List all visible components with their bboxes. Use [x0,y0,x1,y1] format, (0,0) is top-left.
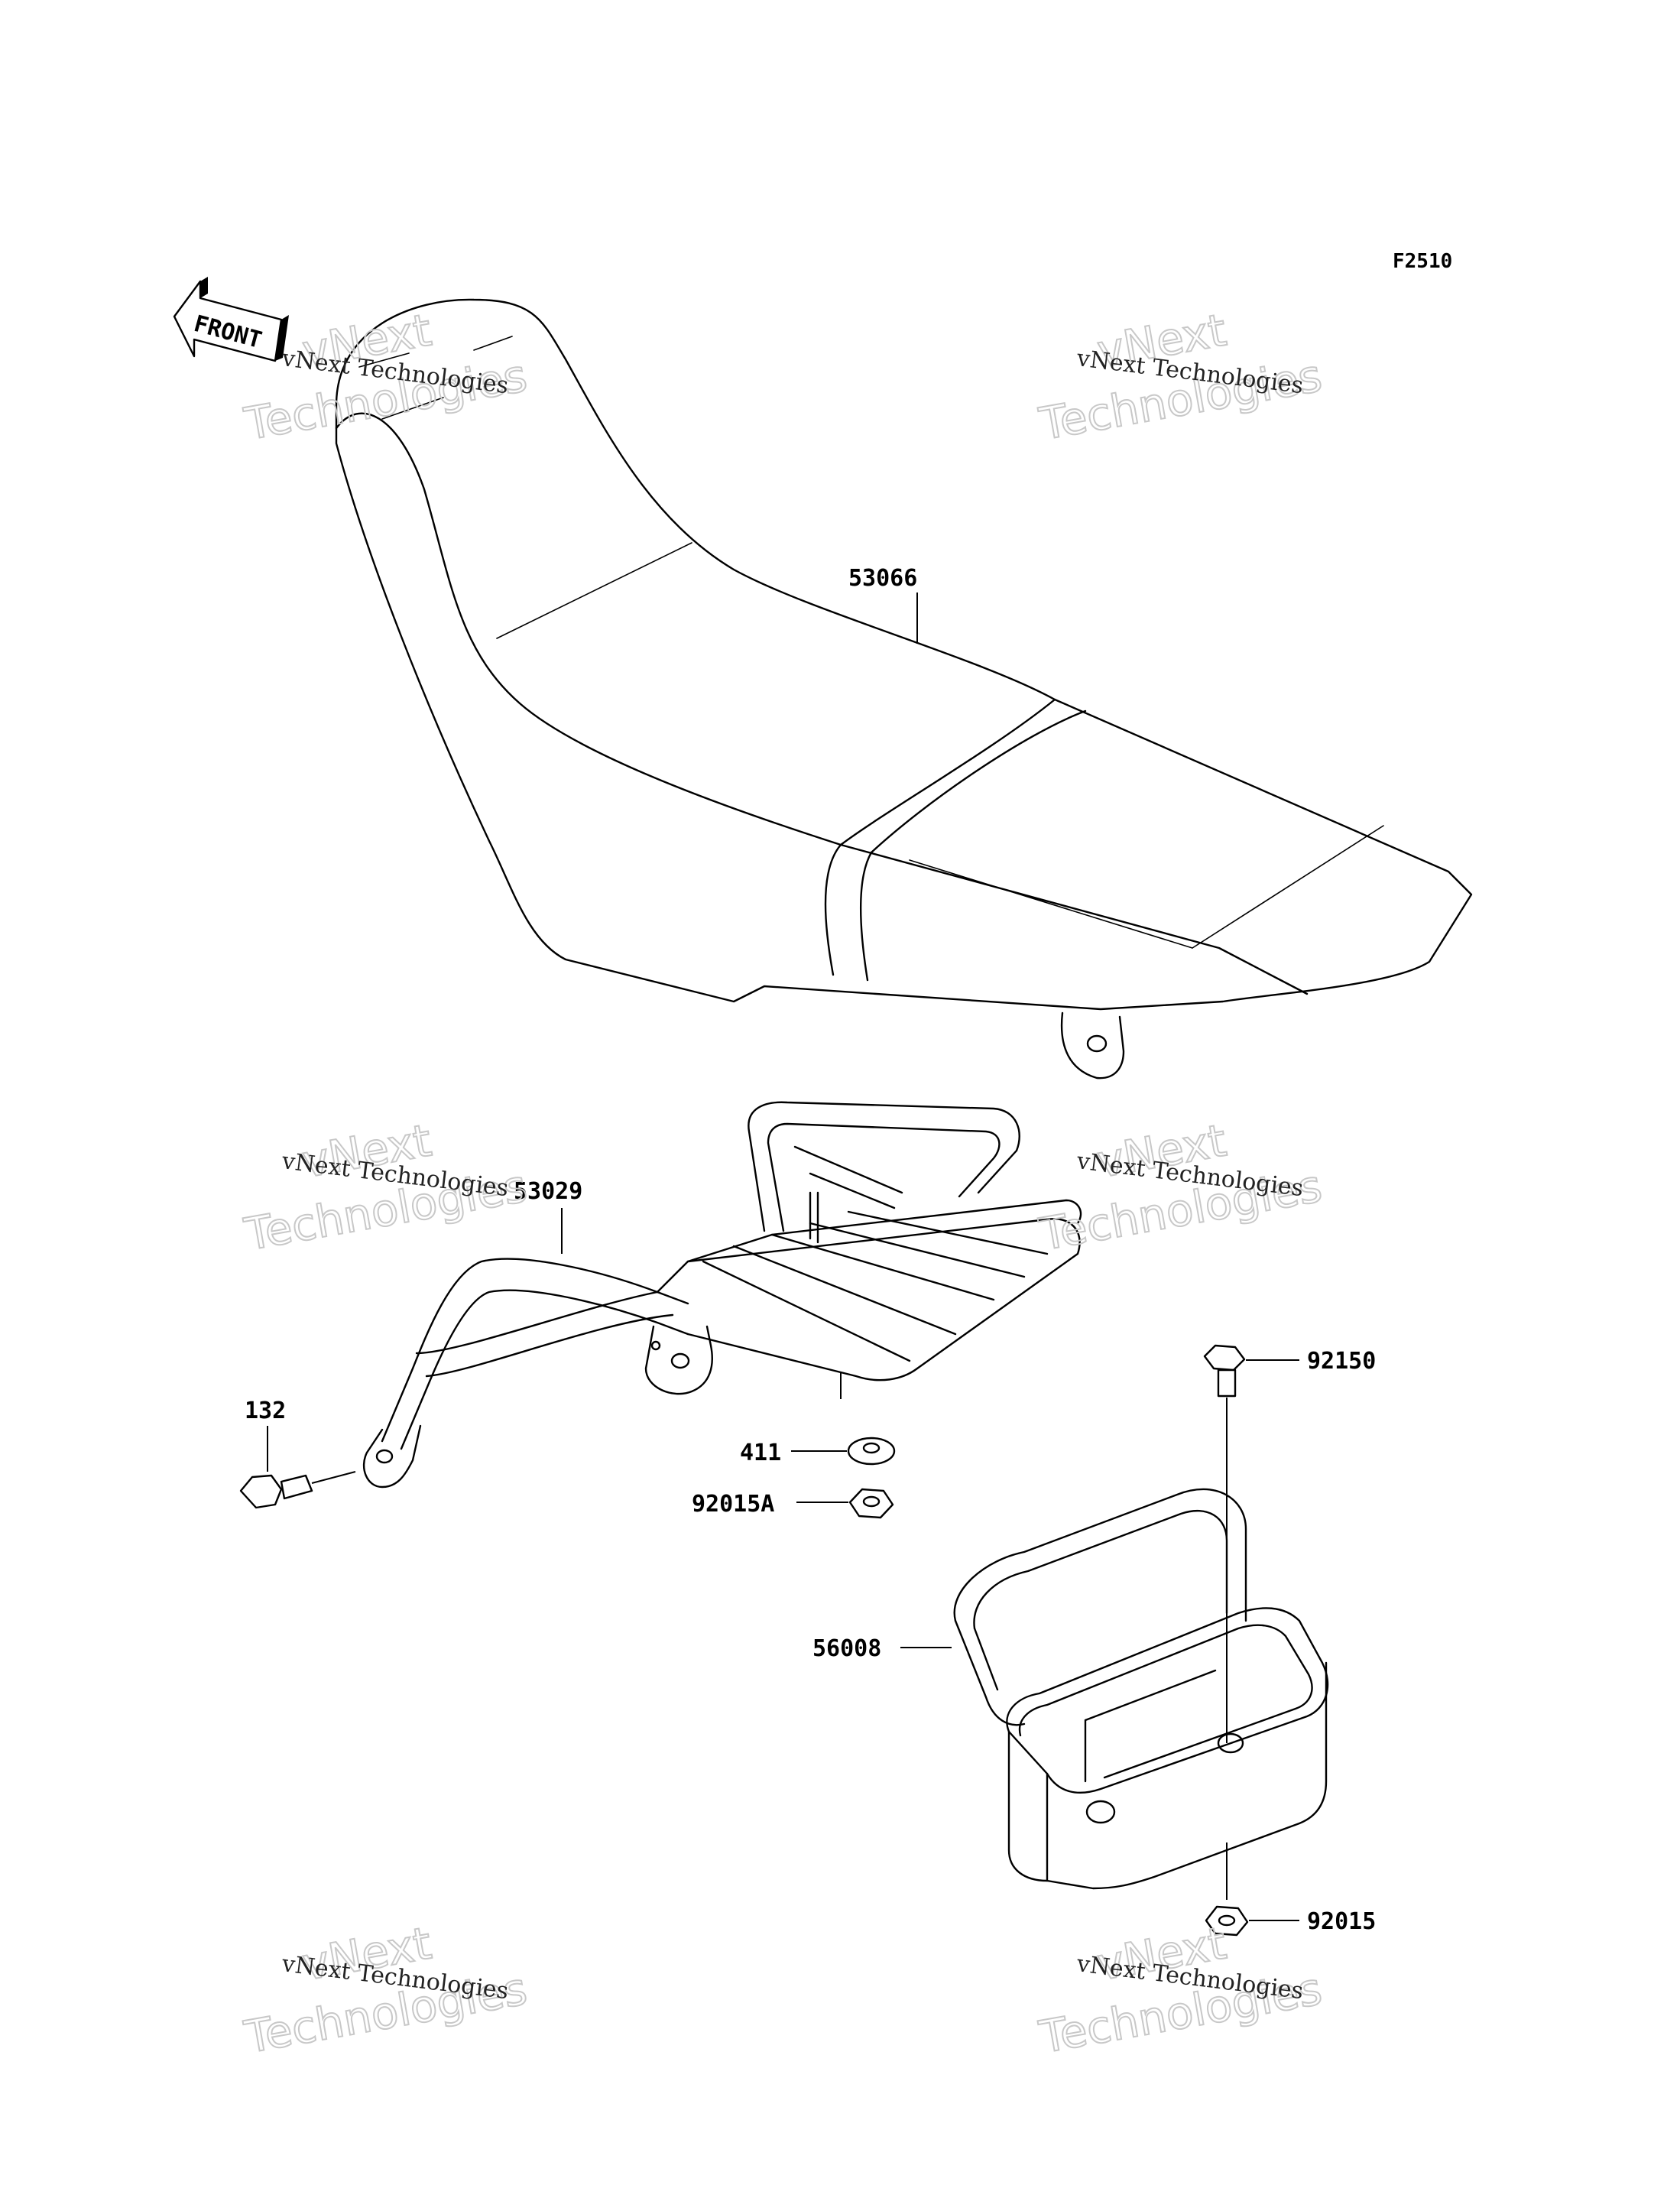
part-label-132: 132 [245,1398,286,1424]
part-label-411: 411 [740,1440,781,1466]
bolt-132-icon [239,1426,356,1509]
part-label-92150: 92150 [1307,1348,1376,1375]
part-label-53029: 53029 [514,1178,582,1205]
figure-id: F2510 [1393,250,1452,273]
part-label-53066: 53066 [848,565,917,592]
tool-case-drawing [900,1488,1329,1900]
part-label-92015A: 92015A [692,1491,774,1518]
bolt-92150-icon [1203,1344,1299,1743]
front-arrow-icon: FRONT [173,277,289,362]
nut-92015-icon [1205,1905,1299,1937]
part-label-56008: 56008 [812,1635,881,1662]
washer-411-icon [791,1437,896,1466]
watermark-mid-left: vNext Technologies vNext Technologies [240,1113,532,1261]
part-label-92015: 92015 [1307,1908,1376,1935]
seat-drawing [335,298,1473,1080]
watermark-bottom-right: vNext Technologies vNext Technologies [1035,1916,1327,2064]
nut-92015a-icon [796,1488,894,1519]
watermark-mid-right: vNext Technologies vNext Technologies [1035,1113,1327,1261]
watermark-bottom-left: vNext Technologies vNext Technologies [240,1916,532,2064]
carrier-drawing [362,1101,1082,1489]
watermark-top-right: vNext Technologies vNext Technologies [1035,303,1327,451]
